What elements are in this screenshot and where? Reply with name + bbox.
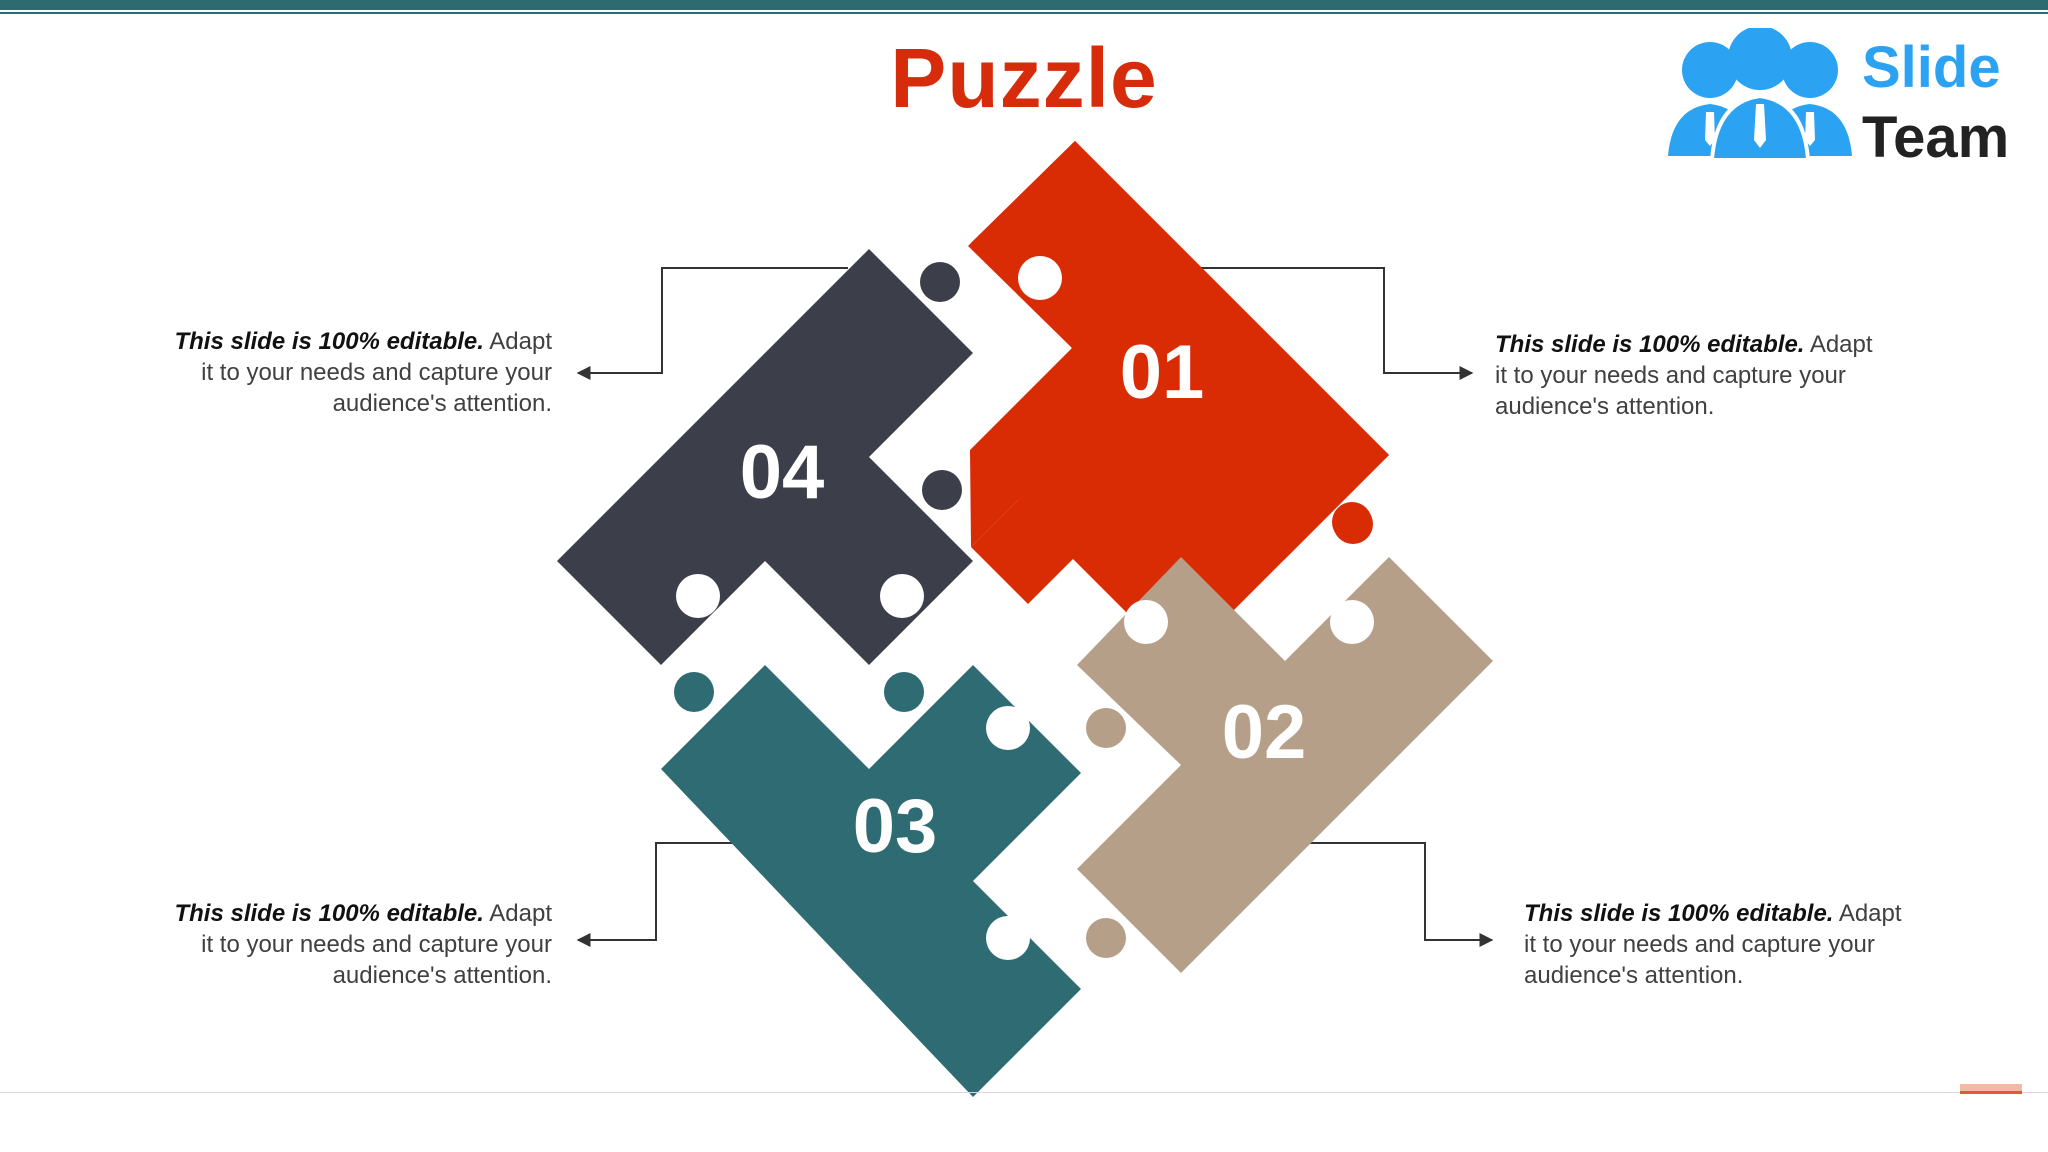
connector-02 — [1310, 842, 1494, 947]
callout-01: This slide is 100% editable. Adapt it to… — [1495, 329, 1935, 422]
footer-rule — [0, 1092, 2048, 1093]
callout-text: audience's attention. — [1495, 393, 1715, 420]
puzzle-piece-04 — [557, 249, 973, 665]
callout-strong: This slide is 100% editable. — [174, 328, 484, 355]
callout-strong: This slide is 100% editable. — [1495, 331, 1805, 358]
logo-text-slide: Slide — [1862, 35, 2001, 100]
top-band — [0, 0, 2048, 10]
callout-03: This slide is 100% editable. Adapt it to… — [112, 898, 552, 991]
callout-strong: This slide is 100% editable. — [1524, 900, 1834, 927]
callout-strong: This slide is 100% editable. — [174, 900, 484, 927]
slide-title: Puzzle — [890, 31, 1158, 125]
callout-text: it to your needs and capture your — [1524, 931, 1875, 958]
callout-text: it to your needs and capture your — [201, 359, 552, 386]
piece-number-03: 03 — [853, 784, 938, 869]
callout-02: This slide is 100% editable. Adapt it to… — [1524, 898, 1964, 991]
callout-text: Adapt — [1833, 900, 1902, 927]
callout-text: audience's attention. — [332, 962, 552, 989]
footer-accent — [1960, 1084, 2022, 1092]
puzzle-piece-03 — [661, 665, 1081, 1097]
piece-number-04: 04 — [740, 430, 825, 515]
callout-text: Adapt — [483, 900, 552, 927]
callout-text: audience's attention. — [1524, 962, 1744, 989]
piece-number-01: 01 — [1120, 330, 1205, 415]
slideteam-logo-icon — [1668, 28, 1852, 162]
footer-accent-line — [1960, 1091, 2022, 1094]
connector-04 — [576, 267, 848, 380]
callout-04: This slide is 100% editable. Adapt it to… — [112, 326, 552, 419]
connector-03 — [576, 842, 740, 947]
callout-text: Adapt — [483, 328, 552, 355]
top-rule — [0, 12, 2048, 14]
puzzle-piece-02 — [1077, 557, 1493, 973]
connector-01 — [1200, 267, 1474, 380]
logo-text-team: Team — [1862, 105, 2010, 170]
callout-text: Adapt — [1804, 331, 1873, 358]
callout-text: it to your needs and capture your — [201, 931, 552, 958]
callout-text: it to your needs and capture your — [1495, 362, 1846, 389]
callout-text: audience's attention. — [332, 390, 552, 417]
piece-number-02: 02 — [1222, 690, 1307, 775]
